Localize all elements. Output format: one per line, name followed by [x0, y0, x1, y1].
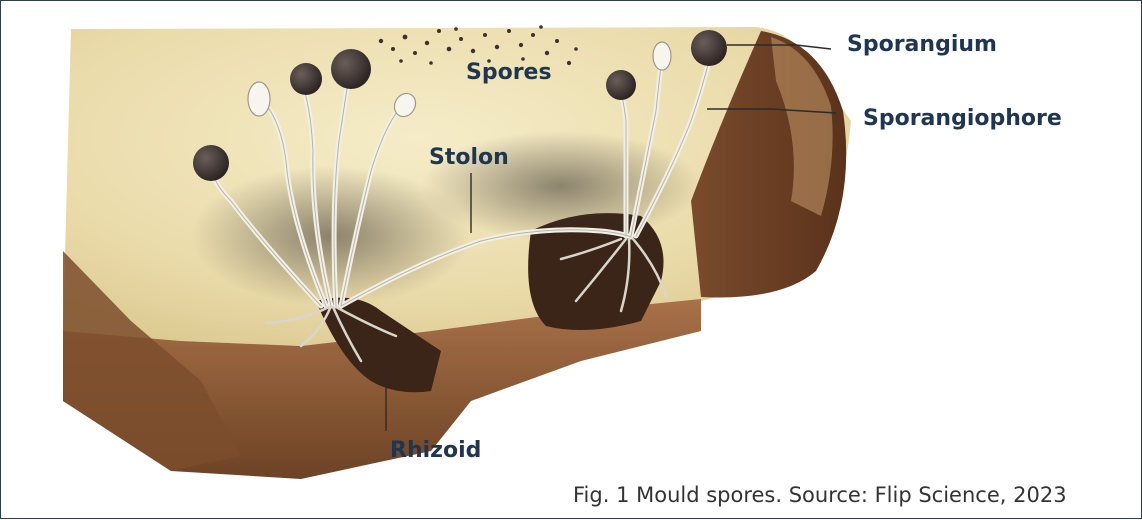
label-rhizoid: Rhizoid: [390, 440, 481, 462]
label-sporangium: Sporangium: [847, 34, 997, 56]
label-spores: Spores: [466, 62, 552, 84]
bread-slice: [63, 27, 851, 479]
figure-caption: Fig. 1 Mould spores. Source: Flip Scienc…: [573, 483, 1067, 507]
label-stolon: Stolon: [429, 147, 509, 169]
label-sporangiophore: Sporangiophore: [863, 108, 1062, 130]
